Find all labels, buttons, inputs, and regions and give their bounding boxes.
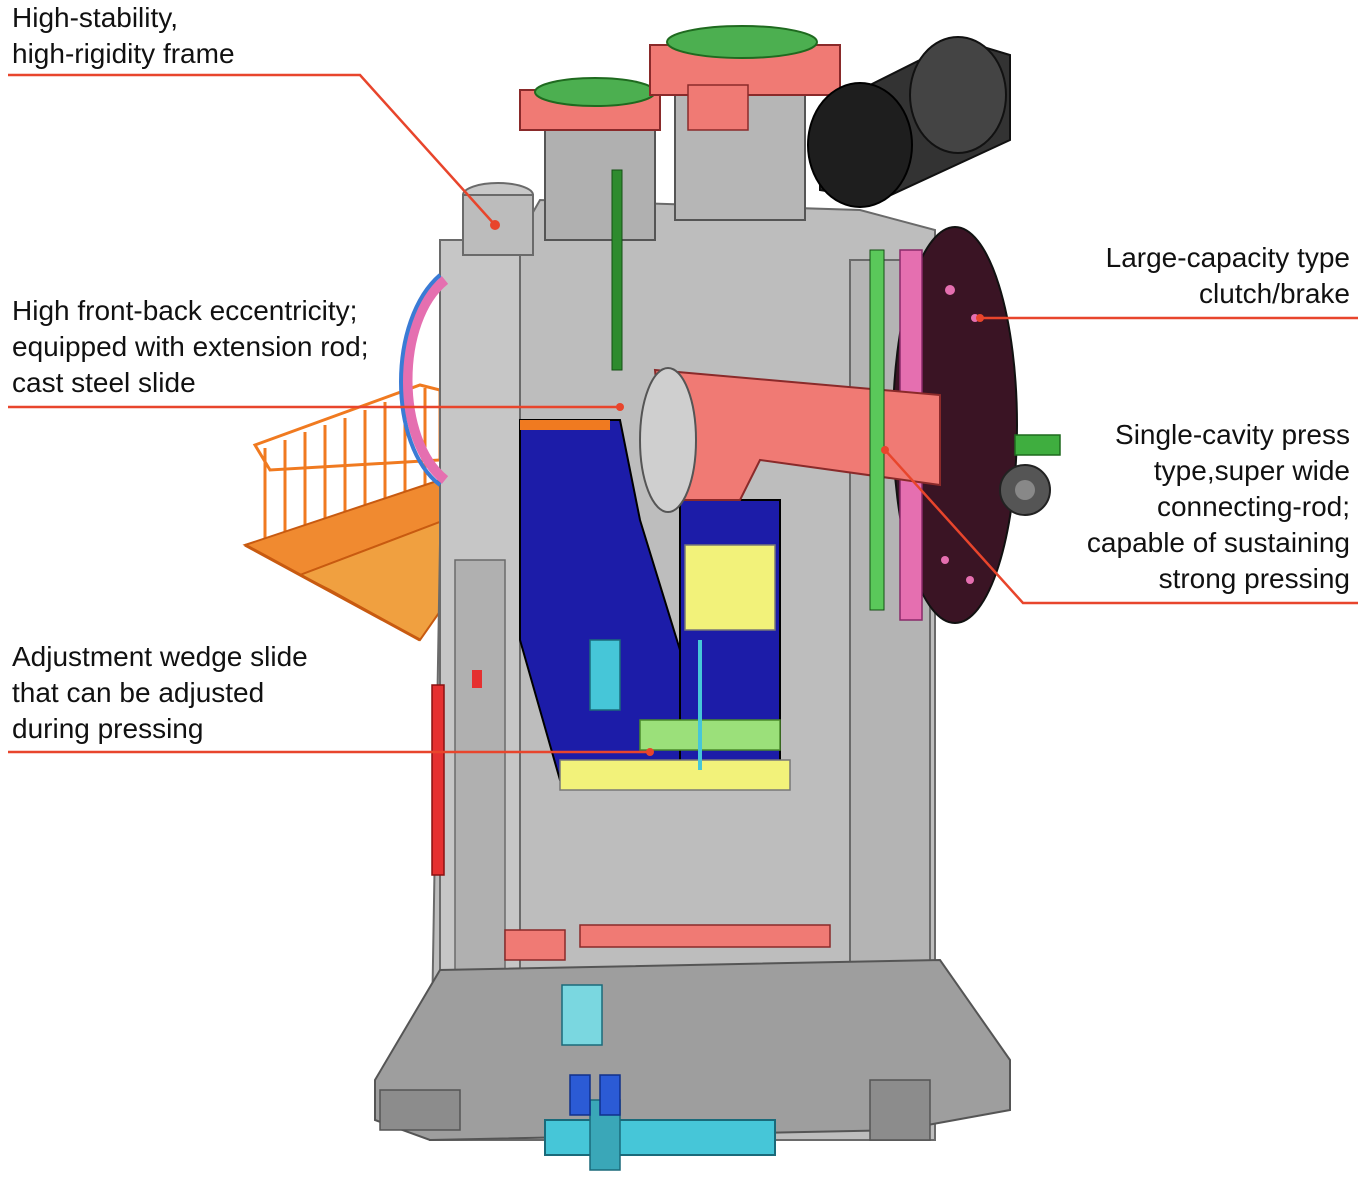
leader-connecting-rod — [884, 449, 1358, 605]
staircase — [242, 383, 450, 642]
callout-connecting-rod: Single-cavity press type,super wide conn… — [1086, 419, 1350, 594]
left-gear-arc — [399, 273, 449, 487]
top-cylinders — [519, 25, 841, 241]
callout-clutch: Large-capacity type clutch/brake — [1105, 242, 1350, 309]
leader-lines — [8, 73, 1358, 754]
green-rods — [611, 169, 885, 611]
callout-eccentricity: High front-back eccentricity; equipped w… — [12, 295, 369, 398]
callout-wedge: Adjustment wedge slide that can be adjus… — [12, 641, 308, 744]
red-pipe — [431, 684, 445, 876]
leader-frame — [8, 73, 496, 226]
motor-drum — [807, 36, 1011, 208]
bottom-hydraulics — [504, 929, 776, 1171]
lower-bolster-band — [579, 924, 831, 948]
red-marker — [472, 670, 482, 688]
connecting-rod — [520, 367, 941, 513]
callout-frame: High-stability, high-rigidity frame — [12, 2, 235, 69]
leader-endpoints — [491, 221, 984, 756]
